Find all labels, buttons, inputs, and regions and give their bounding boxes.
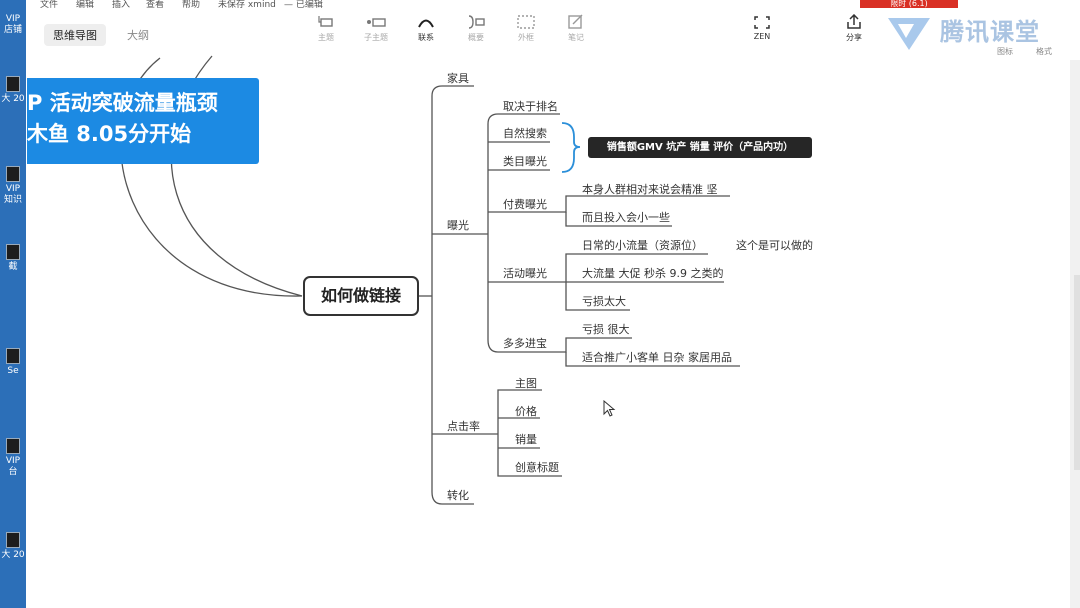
live-banner: P 活动突破流量瓶颈 木鱼 8.05分开始 [27,78,259,164]
menu-item[interactable]: 帮助 [182,0,201,8]
desktop-shortcut[interactable]: VIP 店铺 [3,14,22,35]
topic-pdd-detail[interactable]: 亏损 很大 [582,323,630,336]
menu-item[interactable]: 编辑 [76,0,95,8]
file-icon [6,438,20,454]
promo-badge: 限时 (6.1) [860,0,958,8]
topic-exposure[interactable]: 曝光 [447,219,469,232]
connector-line [552,337,632,353]
desktop-shortcut[interactable]: 截 [0,244,26,273]
topic-paid-detail[interactable]: 本身人群相对来说会精准 坚 [582,183,718,196]
connector-line [565,352,740,367]
menu-item[interactable]: 插入 [112,0,131,8]
topic-button[interactable]: 主题 [306,14,346,43]
menu-item[interactable]: 文件 [40,0,59,8]
connector-line [565,212,672,227]
topic-category-exposure[interactable]: 类目曝光 [503,155,547,168]
topic-ranking[interactable]: 取决于排名 [503,100,558,113]
desktop-shortcut[interactable]: VIP 知识 [0,166,26,206]
share-button[interactable]: 分享 [834,14,874,43]
topic-paid-detail[interactable]: 而且投入会小一些 [582,211,670,224]
window-title: 未保存 xmind [218,0,276,8]
topic-paid-exposure[interactable]: 付费曝光 [503,198,547,211]
connector-line [497,434,562,477]
share-icon [847,14,861,29]
topic-furniture[interactable]: 家具 [447,72,469,85]
summary-topic[interactable]: 销售额GMV 坑产 销量 评价（产品内功） [588,137,812,158]
file-icon [6,166,20,182]
connector-line [497,389,542,434]
desktop-shortcut[interactable]: Se [0,348,26,377]
topic-pdd-detail[interactable]: 适合推广小客单 日杂 家居用品 [582,351,732,364]
summary-button[interactable]: 概要 [456,14,496,43]
connector-line [565,282,630,311]
file-icon [6,76,20,92]
scrollbar-thumb[interactable] [1074,275,1080,470]
tab-outline[interactable]: 大纲 [127,29,149,42]
edit-status: — 已编辑 [284,0,323,8]
zen-icon [754,16,770,29]
topic-sales[interactable]: 销量 [515,433,537,446]
tencent-classroom-logo [888,18,930,50]
topic-ctr[interactable]: 点击率 [447,420,480,433]
topic-natural-search[interactable]: 自然搜索 [503,127,547,140]
note-button[interactable]: 笔记 [556,14,596,43]
note-icon [568,14,583,29]
toolbar-label[interactable]: 图标 [997,47,1013,56]
topic-activity-detail[interactable]: 日常的小流量（资源位） [582,239,703,252]
topic-price[interactable]: 价格 [515,405,537,418]
topic-activity-detail[interactable]: 大流量 大促 秒杀 9.9 之类的 [582,267,724,280]
central-topic[interactable]: 如何做链接 [303,276,419,316]
connector-line [431,85,474,97]
banner-line: P 活动突破流量瓶颈 [27,91,218,115]
banner-line: 木鱼 8.05分开始 [27,122,192,146]
topic-activity-detail[interactable]: 亏损太大 [582,295,626,308]
screenshot-icon [6,244,20,260]
topic-activity-note[interactable]: 这个是可以做的 [736,239,813,252]
desktop-shortcut[interactable]: 大 20 [0,532,26,561]
subtopic-icon [367,18,386,27]
connector-line [487,113,560,125]
topic-main-image[interactable]: 主图 [515,377,537,390]
desktop-shortcut[interactable]: VIP 台 [0,438,26,478]
toolbar-label[interactable]: 格式 [1036,47,1052,56]
topic-creative-title[interactable]: 创意标题 [515,461,559,474]
boundary-icon [517,15,535,29]
desktop-strip: VIP 店铺 大 20 VIP 知识 截 Se VIP 台 大 20 [0,0,26,608]
menu-bar: 文件 编辑 插入 查看 帮助 未保存 xmind — 已编辑 [26,0,1080,8]
gear-icon [6,348,20,364]
zen-button[interactable]: ZEN [742,14,782,41]
connector-line [552,253,708,283]
file-icon [6,532,20,548]
topic-duoduo-jinbao[interactable]: 多多进宝 [503,337,547,350]
connector-line [556,195,730,213]
relationship-button[interactable]: 联系 [406,14,446,43]
mouse-cursor-icon [603,400,616,417]
topic-conversion[interactable]: 转化 [447,489,469,502]
boundary-button[interactable]: 外框 [506,14,546,43]
summary-icon [468,15,485,29]
brand-watermark: 腾讯课堂 [940,18,1040,46]
connector-line [431,491,474,505]
connector-line [487,339,552,353]
topic-activity-exposure[interactable]: 活动曝光 [503,267,547,280]
topic-icon [318,16,333,27]
menu-item[interactable]: 查看 [146,0,165,8]
toolbar: 思维导图 大纲 主题 子主题 联系 概要 外框 笔记 ZEN 分享 [26,8,1070,56]
summary-bracket [561,122,581,173]
desktop-shortcut[interactable]: 大 20 [0,76,26,105]
tab-mindmap[interactable]: 思维导图 [44,24,106,46]
subtopic-button[interactable]: 子主题 [356,14,396,43]
relationship-icon [418,19,434,28]
